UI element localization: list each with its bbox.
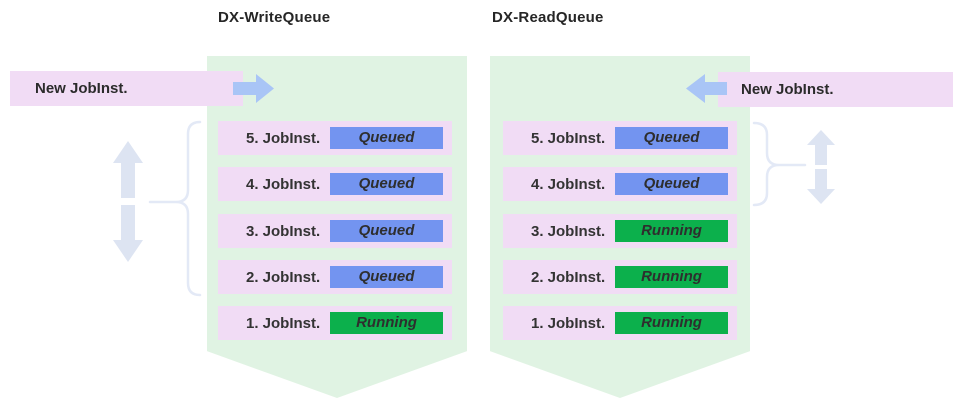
- right-new-jobinst-label: New JobInst.: [741, 81, 834, 98]
- job-label: 2. JobInst.: [246, 268, 321, 286]
- job-label: 5. JobInst.: [531, 129, 606, 147]
- job-label: 5. JobInst.: [246, 129, 321, 147]
- status-badge: Running: [330, 312, 443, 334]
- job-label: 1. JobInst.: [531, 314, 606, 332]
- write-queue-row-4: 4. JobInst. Queued: [218, 167, 452, 201]
- job-label: 3. JobInst.: [246, 222, 321, 240]
- status-badge: Queued: [330, 220, 443, 242]
- read-queue-row-3: 3. JobInst. Running: [503, 214, 737, 248]
- status-badge: Queued: [330, 266, 443, 288]
- status-badge: Queued: [615, 127, 728, 149]
- up-down-arrows-icon: [807, 130, 835, 204]
- status-badge: Queued: [615, 173, 728, 195]
- read-queue-row-2: 2. JobInst. Running: [503, 260, 737, 294]
- up-down-arrows-icon: [113, 141, 143, 262]
- job-label: 4. JobInst.: [246, 175, 321, 193]
- status-badge: Running: [615, 220, 728, 242]
- write-queue-row-1: 1. JobInst. Running: [218, 306, 452, 340]
- left-new-jobinst-bar: New JobInst.: [10, 71, 243, 106]
- write-queue-row-3: 3. JobInst. Queued: [218, 214, 452, 248]
- job-label: 1. JobInst.: [246, 314, 321, 332]
- job-label: 2. JobInst.: [531, 268, 606, 286]
- read-queue-row-5: 5. JobInst. Queued: [503, 121, 737, 155]
- read-queue-title: DX-ReadQueue: [492, 9, 604, 26]
- status-badge: Queued: [330, 127, 443, 149]
- right-new-jobinst-bar: New JobInst.: [718, 72, 953, 107]
- curly-brace-left: [148, 120, 202, 297]
- status-badge: Running: [615, 312, 728, 334]
- job-label: 3. JobInst.: [531, 222, 606, 240]
- curly-brace-right: [752, 121, 807, 207]
- job-label: 4. JobInst.: [531, 175, 606, 193]
- status-badge: Queued: [330, 173, 443, 195]
- read-queue-row-1: 1. JobInst. Running: [503, 306, 737, 340]
- write-queue-row-2: 2. JobInst. Queued: [218, 260, 452, 294]
- status-badge: Running: [615, 266, 728, 288]
- left-new-jobinst-label: New JobInst.: [35, 80, 128, 97]
- write-queue-row-5: 5. JobInst. Queued: [218, 121, 452, 155]
- read-queue-row-4: 4. JobInst. Queued: [503, 167, 737, 201]
- write-queue-title: DX-WriteQueue: [218, 9, 331, 26]
